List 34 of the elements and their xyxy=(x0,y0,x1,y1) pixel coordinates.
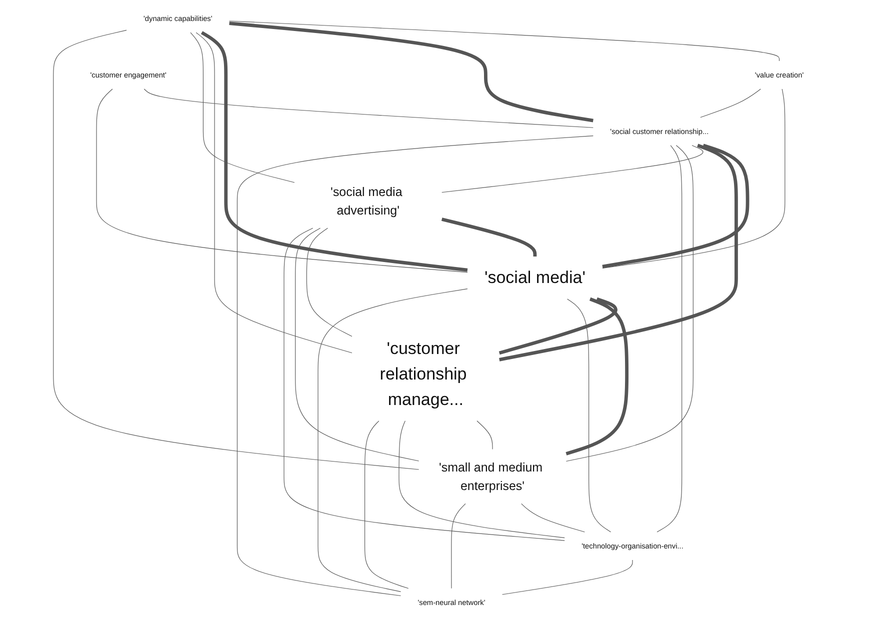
connector xyxy=(190,32,295,183)
connector xyxy=(442,145,704,193)
connector xyxy=(566,298,612,532)
connector xyxy=(441,218,537,256)
connector xyxy=(502,560,633,595)
connector xyxy=(229,22,594,122)
node-text: 'customer relationship manage... xyxy=(380,339,467,409)
connector xyxy=(144,88,594,128)
connector xyxy=(398,420,565,538)
connector xyxy=(602,144,750,268)
connector xyxy=(295,228,420,462)
connector xyxy=(476,420,493,450)
connector xyxy=(602,88,786,268)
connector xyxy=(53,30,420,470)
connector xyxy=(498,297,618,355)
connector xyxy=(196,32,352,354)
connector xyxy=(284,228,565,541)
connector xyxy=(306,228,352,337)
connector xyxy=(700,88,761,118)
node-text: 'social media advertising' xyxy=(330,184,402,218)
connector xyxy=(566,297,629,456)
connector xyxy=(364,420,409,589)
connector xyxy=(656,145,682,532)
connector xyxy=(200,31,468,272)
connector xyxy=(96,88,468,273)
connector xyxy=(566,145,694,462)
connector xyxy=(236,136,594,596)
connector xyxy=(318,288,468,592)
connector xyxy=(229,20,780,62)
connector xyxy=(499,144,738,362)
node-text: 'social media' xyxy=(484,268,586,288)
connector xyxy=(521,503,585,532)
node-text: 'small and medium enterprises' xyxy=(438,460,543,493)
connector xyxy=(451,503,466,589)
